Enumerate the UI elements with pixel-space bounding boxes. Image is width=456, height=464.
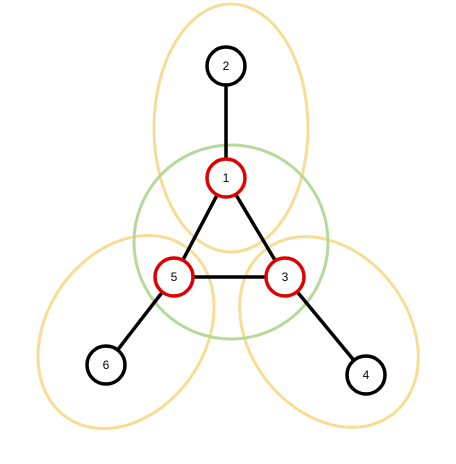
node-circle: [153, 256, 195, 298]
hyperedge-layer: [36, 2, 420, 430]
node-label: 6: [103, 358, 110, 372]
node-1: 1: [205, 157, 247, 199]
edge-3-4: [283, 275, 368, 377]
node-label: 1: [223, 171, 230, 185]
node-label: 5: [171, 270, 178, 284]
node-2: 2: [205, 45, 247, 87]
node-circle: [345, 354, 387, 396]
node-3: 3: [264, 256, 306, 298]
node-5: 5: [153, 256, 195, 298]
node-circle: [264, 256, 306, 298]
node-layer: 2 1 5 3 6 4: [85, 45, 387, 396]
node-4: 4: [345, 354, 387, 396]
hyperedge-center: [132, 143, 330, 341]
node-circle: [85, 344, 127, 386]
node-label: 3: [282, 270, 289, 284]
node-label: 4: [363, 368, 370, 382]
node-circle: [205, 45, 247, 87]
node-label: 2: [223, 59, 230, 73]
node-circle: [205, 157, 247, 199]
hyperedge-right: [238, 235, 420, 429]
hyperedge-left: [36, 234, 216, 430]
hyperedge-top: [152, 2, 310, 254]
node-6: 6: [85, 344, 127, 386]
